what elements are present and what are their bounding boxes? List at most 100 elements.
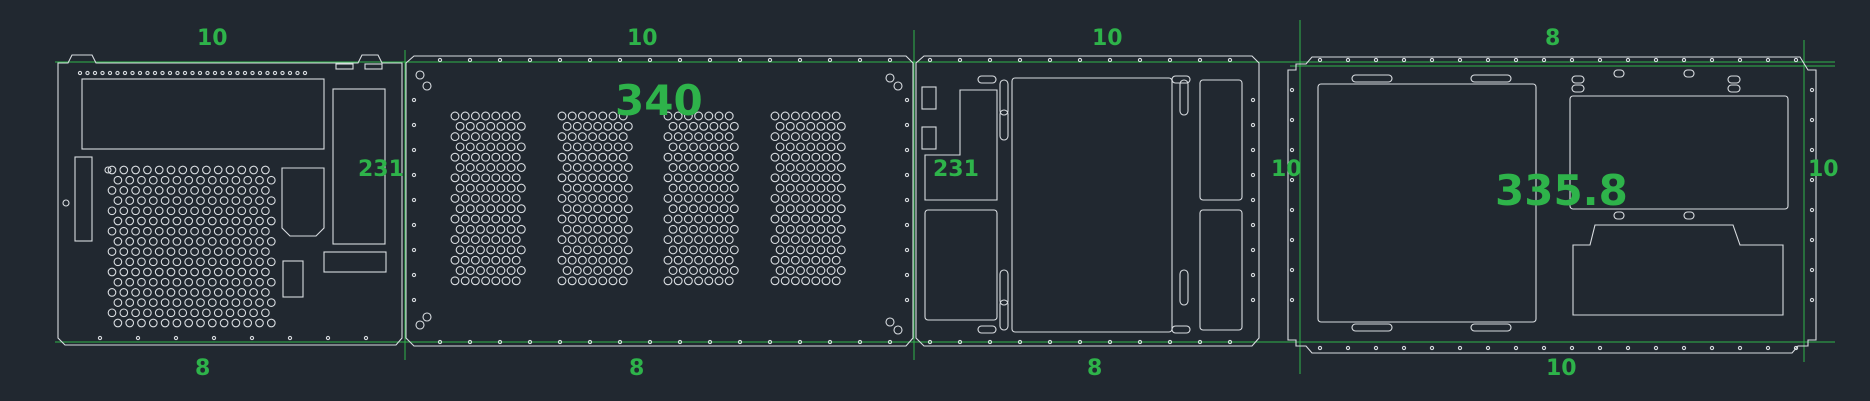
vent-hole bbox=[557, 214, 567, 224]
vent-hole bbox=[207, 257, 217, 267]
edge-hole bbox=[1077, 339, 1083, 345]
vent-hole bbox=[506, 183, 516, 193]
vent-hole bbox=[225, 247, 235, 256]
vent-hole bbox=[806, 183, 816, 193]
vent-hole bbox=[237, 186, 247, 195]
vent-hole bbox=[148, 175, 158, 185]
edge-hole bbox=[904, 147, 910, 153]
vent-hole bbox=[598, 235, 608, 245]
vent-hole bbox=[137, 175, 146, 185]
vent-hole bbox=[562, 121, 572, 131]
vent-hole bbox=[588, 152, 598, 162]
vent-hole bbox=[618, 276, 628, 286]
edge-hole bbox=[1809, 177, 1815, 183]
vent-hole bbox=[572, 266, 582, 275]
vent-hole bbox=[770, 276, 780, 286]
slot bbox=[977, 325, 997, 334]
vent-hole bbox=[196, 175, 205, 185]
vent-hole bbox=[562, 204, 572, 214]
vent-hole bbox=[588, 173, 598, 183]
edge-hole bbox=[167, 70, 173, 76]
vent-hole bbox=[811, 173, 821, 183]
vent-hole bbox=[496, 224, 506, 234]
edge-hole bbox=[411, 172, 417, 178]
vent-hole bbox=[249, 206, 258, 216]
edge-hole bbox=[212, 70, 218, 76]
vent-hole bbox=[266, 175, 276, 185]
vent-hole bbox=[213, 165, 223, 175]
vent-hole bbox=[486, 142, 496, 152]
vent-hole bbox=[450, 214, 460, 224]
vent-hole bbox=[775, 142, 785, 152]
vent-hole bbox=[613, 121, 623, 131]
vent-hole bbox=[450, 255, 460, 265]
vent-hole bbox=[816, 245, 826, 255]
vent-hole bbox=[190, 206, 199, 216]
vent-hole bbox=[806, 266, 816, 275]
edge-hole bbox=[737, 339, 743, 345]
vent-hole bbox=[213, 226, 223, 236]
vent-hole bbox=[460, 193, 470, 203]
vent-hole bbox=[184, 237, 194, 246]
vent-hole bbox=[491, 193, 501, 203]
vent-hole bbox=[143, 247, 152, 256]
vent-hole bbox=[719, 266, 729, 275]
vent-hole bbox=[131, 308, 140, 318]
vent-hole bbox=[450, 173, 460, 183]
panel3-bottom-dimension: 8 bbox=[1087, 356, 1103, 381]
edge-hole bbox=[1047, 339, 1053, 345]
slot bbox=[999, 299, 1009, 331]
edge-hole bbox=[707, 57, 713, 63]
vent-hole bbox=[562, 245, 572, 255]
panel1-right-dimension: 231 bbox=[358, 157, 404, 182]
edge-hole bbox=[527, 339, 533, 345]
vent-hole bbox=[780, 111, 790, 121]
edge-hole bbox=[647, 57, 653, 63]
vent-hole bbox=[178, 206, 188, 216]
vent-hole bbox=[166, 165, 176, 175]
vent-hole bbox=[491, 132, 501, 142]
vent-hole bbox=[470, 173, 480, 183]
vent-hole bbox=[119, 247, 129, 256]
vent-hole bbox=[724, 255, 734, 265]
vent-hole bbox=[184, 257, 194, 267]
edge-hole bbox=[887, 57, 893, 63]
edge-hole bbox=[1250, 247, 1256, 253]
edge-hole bbox=[411, 297, 417, 303]
vent-hole bbox=[496, 245, 506, 255]
edge-hole bbox=[1541, 345, 1547, 351]
vent-hole bbox=[496, 204, 506, 214]
edge-hole bbox=[1513, 345, 1519, 351]
vent-hole bbox=[557, 173, 567, 183]
panel3-large-cutout bbox=[1011, 77, 1173, 333]
panel3-right-bottom bbox=[1199, 209, 1243, 331]
vent-hole bbox=[714, 193, 724, 203]
edge-hole bbox=[211, 335, 217, 341]
edge-hole bbox=[280, 70, 285, 76]
vent-hole bbox=[770, 193, 780, 203]
vent-hole bbox=[196, 196, 205, 205]
edge-hole bbox=[1373, 57, 1379, 63]
edge-hole bbox=[242, 70, 248, 76]
vent-hole bbox=[172, 196, 182, 205]
vent-hole bbox=[166, 267, 176, 277]
vent-hole bbox=[683, 132, 693, 142]
vent-hole bbox=[143, 186, 152, 195]
vent-hole bbox=[618, 214, 628, 224]
panel1-slot-left bbox=[74, 156, 93, 242]
vent-hole bbox=[775, 163, 785, 172]
vent-hole bbox=[143, 226, 152, 236]
vent-hole bbox=[143, 267, 152, 277]
vent-hole bbox=[796, 163, 805, 172]
vent-hole bbox=[831, 214, 841, 224]
vent-hole bbox=[501, 152, 511, 162]
edge-hole bbox=[190, 70, 195, 76]
vent-hole bbox=[154, 206, 164, 216]
vent-hole bbox=[213, 206, 223, 216]
vent-hole bbox=[113, 298, 123, 307]
vent-hole bbox=[562, 183, 572, 193]
panel2-bottom-dimension: 8 bbox=[629, 356, 645, 381]
vent-hole bbox=[719, 245, 729, 255]
vent-hole bbox=[465, 245, 475, 255]
edge-hole bbox=[160, 70, 165, 76]
